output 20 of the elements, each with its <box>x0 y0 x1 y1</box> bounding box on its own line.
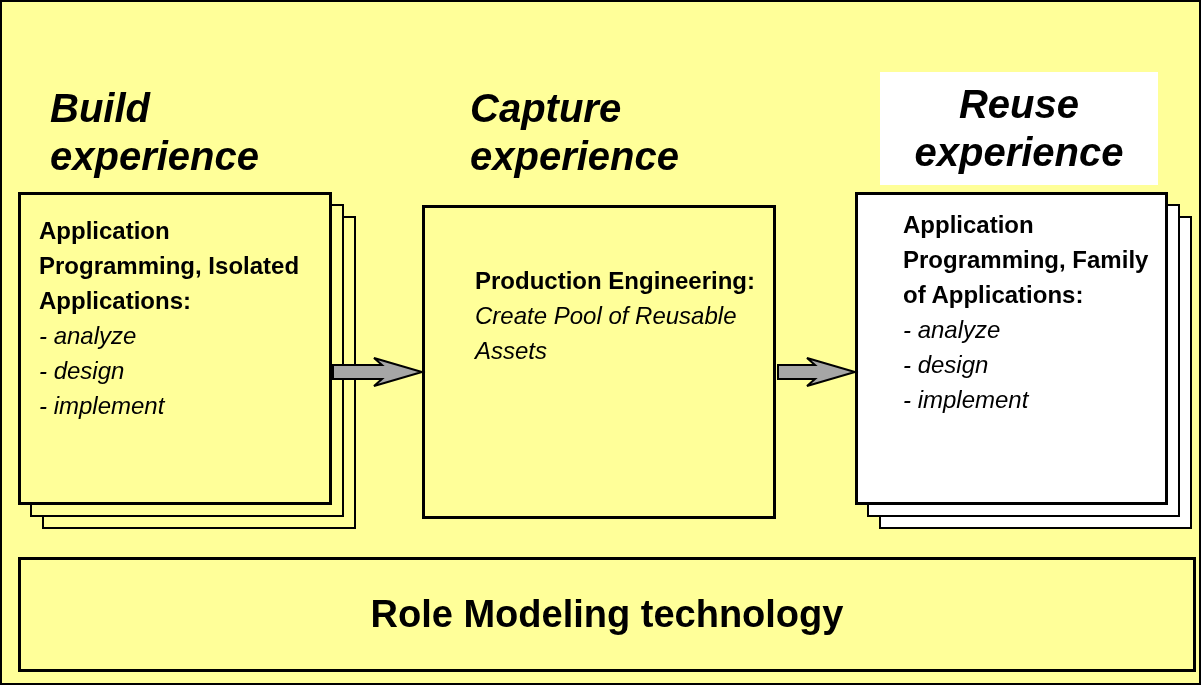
stage-box <box>855 192 1168 505</box>
task-item: - implement <box>39 391 166 421</box>
task-item: - analyze <box>39 321 138 351</box>
box-heading: Application Programming, Isolated Applications: <box>39 216 301 316</box>
box-heading: Production Engineering: <box>475 266 756 296</box>
task-item: - design <box>903 350 990 380</box>
task-item: - implement <box>903 385 1030 415</box>
stage-heading: Build experience <box>50 85 261 180</box>
task-item: - analyze <box>903 315 1002 345</box>
arrow <box>332 357 426 387</box>
task-item: - design <box>39 356 126 386</box>
stage-heading: Capture experience <box>470 85 681 180</box>
stage-box <box>422 205 776 519</box>
box-heading: Application Programming, Family of Applications: <box>903 210 1150 310</box>
task-item: Create Pool of Reusable Assets <box>475 301 738 366</box>
stage-heading: Reuse experience <box>880 72 1158 185</box>
technology-band <box>18 557 1196 672</box>
stage-box <box>18 192 332 505</box>
arrow <box>777 357 859 387</box>
band-title: Role Modeling technology <box>370 592 844 637</box>
